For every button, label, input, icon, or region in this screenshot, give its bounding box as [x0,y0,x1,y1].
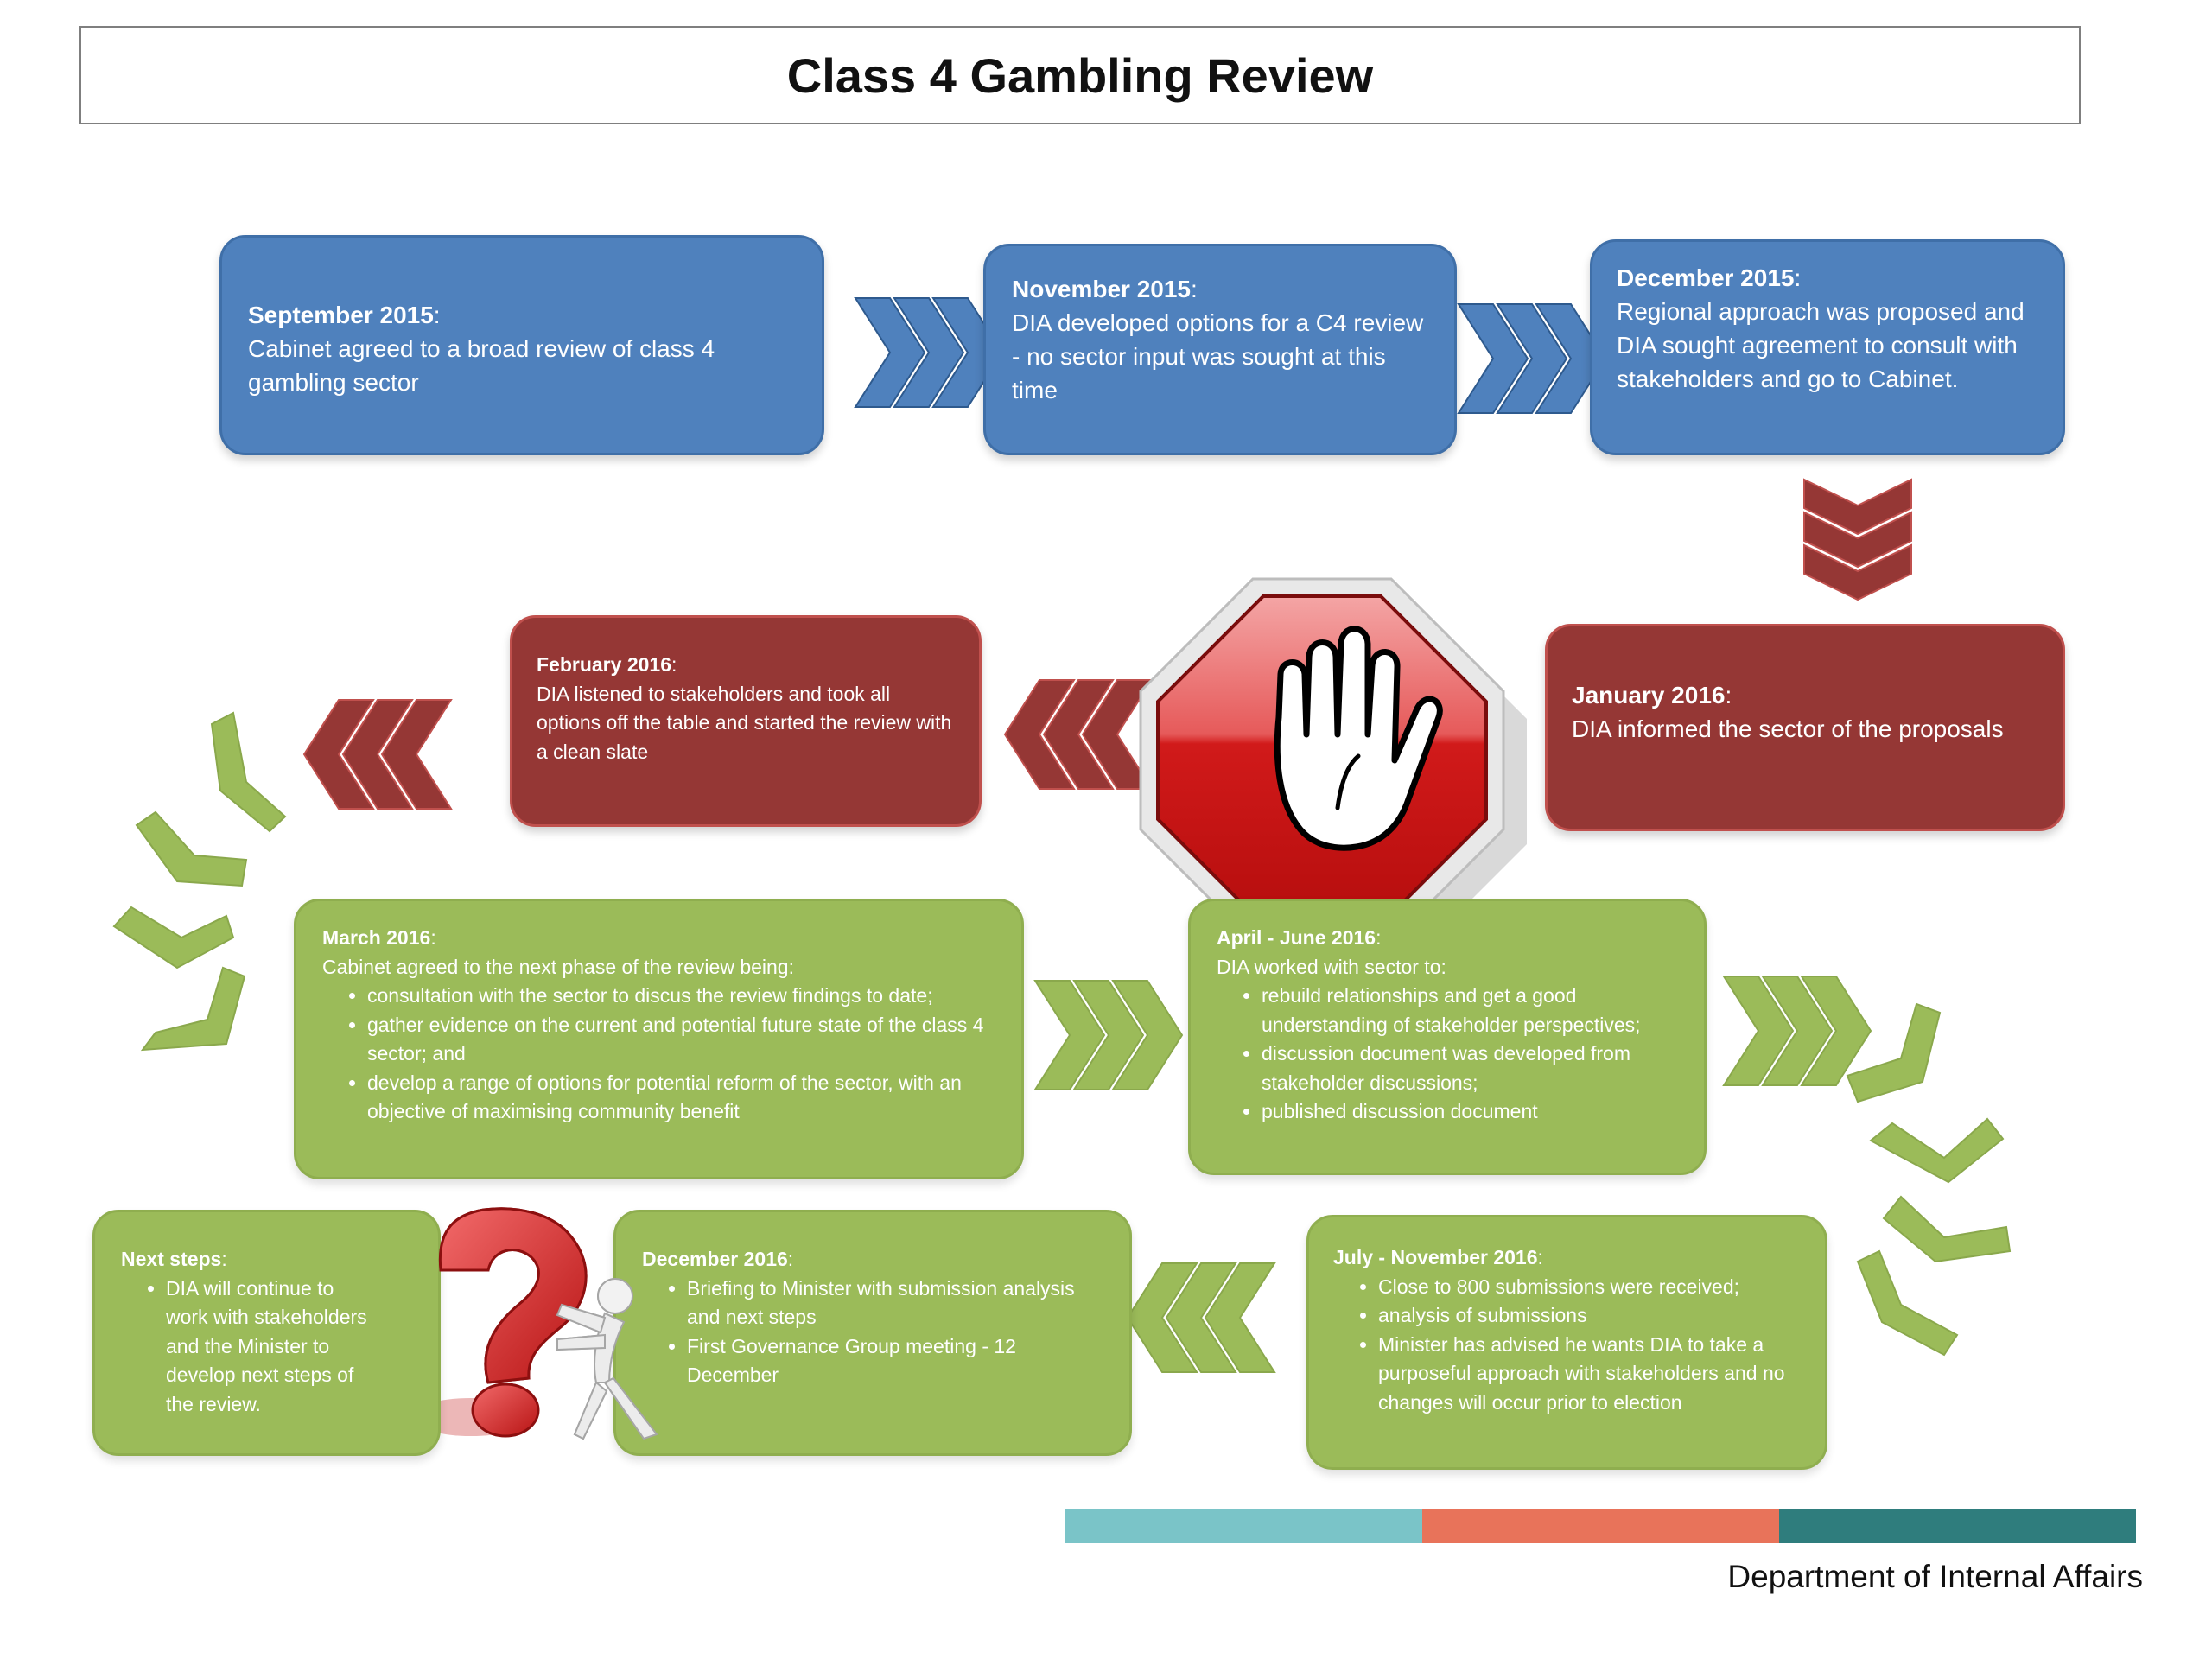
card-bullets: consultation with the sector to discus t… [322,982,995,1127]
footer-bar-teal-dark [1779,1509,2136,1543]
bullet-item: consultation with the sector to discus t… [367,982,995,1011]
card-january-2016: January 2016: DIA informed the sector of… [1545,624,2065,831]
bullet-item: published discussion document [1262,1097,1678,1127]
bullet-item: Close to 800 submissions were received; [1378,1273,1801,1302]
bullet-item: Briefing to Minister with submission ana… [687,1274,1095,1332]
card-heading: November 2015: [1012,276,1198,302]
card-heading: December 2016: [642,1248,794,1270]
card-heading: January 2016: [1572,682,1732,709]
card-bullets: Briefing to Minister with submission ana… [642,1274,1095,1390]
bullet-item: analysis of submissions [1378,1301,1801,1331]
card-text: DIA developed options for a C4 review - … [1012,309,1424,404]
card-text: DIA informed the sector of the proposals [1572,715,2004,742]
card-heading: April - June 2016: [1217,926,1382,949]
card-bullets: DIA will continue to work with stakehold… [121,1274,414,1420]
chevron-left-icon [302,699,453,810]
card-november-2015: November 2015: DIA developed options for… [983,244,1457,455]
card-heading: September 2015: [248,302,441,328]
card-text: DIA worked with sector to: [1217,955,1446,978]
page-title: Class 4 Gambling Review [786,48,1374,103]
card-december-2015: December 2015: Regional approach was pro… [1590,239,2065,455]
card-text: Cabinet agreed to a broad review of clas… [248,335,715,396]
chevron-right-icon [1457,303,1607,414]
card-text: Regional approach was proposed and DIA s… [1617,298,2024,392]
chevron-right-icon [854,297,1004,408]
card-heading: December 2015: [1617,264,1802,291]
card-february-2016: February 2016: DIA listened to stakehold… [510,615,982,827]
bullet-item: gather evidence on the current and poten… [367,1011,995,1069]
card-text: Cabinet agreed to the next phase of the … [322,955,794,978]
bullet-item: First Governance Group meeting - 12 Dece… [687,1332,1095,1390]
bullet-item: develop a range of options for potential… [367,1069,995,1127]
bullet-item: rebuild relationships and get a good und… [1262,982,1678,1039]
footer-bar-orange [1422,1509,1779,1543]
chevron-left-icon [1126,1262,1276,1373]
chevron-left-icon [1003,679,1154,790]
stop-hand-icon [1139,577,1527,961]
chevron-down-icon [112,711,287,1052]
card-bullets: rebuild relationships and get a good und… [1217,982,1678,1127]
footer-bar-teal-light [1065,1509,1422,1543]
title-box: Class 4 Gambling Review [79,26,2081,124]
chevron-right-icon [1722,976,1872,1086]
bullet-item: discussion document was developed from s… [1262,1039,1678,1097]
bullet-item: Minister has advised he wants DIA to tak… [1378,1331,1801,1418]
bullet-item: DIA will continue to work with stakehold… [166,1274,379,1420]
card-december-2016: December 2016: Briefing to Minister with… [613,1210,1132,1456]
card-next-steps: Next steps: DIA will continue to work wi… [92,1210,441,1456]
card-text: DIA listened to stakeholders and took al… [537,682,952,763]
card-heading: March 2016: [322,926,436,949]
card-heading: July - November 2016: [1333,1246,1543,1268]
card-bullets: Close to 800 submissions were received; … [1333,1273,1801,1418]
card-september-2015: September 2015: Cabinet agreed to a broa… [219,235,824,455]
chevron-down-icon [1803,478,1912,601]
card-heading: February 2016: [537,653,677,676]
chevron-right-icon [1033,980,1184,1090]
footer-organization: Department of Internal Affairs [1727,1559,2143,1594]
card-july-november-2016: July - November 2016: Close to 800 submi… [1306,1215,1827,1470]
card-heading: Next steps: [121,1248,227,1270]
chevron-down-icon [1846,1002,2012,1357]
card-april-june-2016: April - June 2016: DIA worked with secto… [1188,899,1707,1175]
card-march-2016: March 2016: Cabinet agreed to the next p… [294,899,1024,1179]
